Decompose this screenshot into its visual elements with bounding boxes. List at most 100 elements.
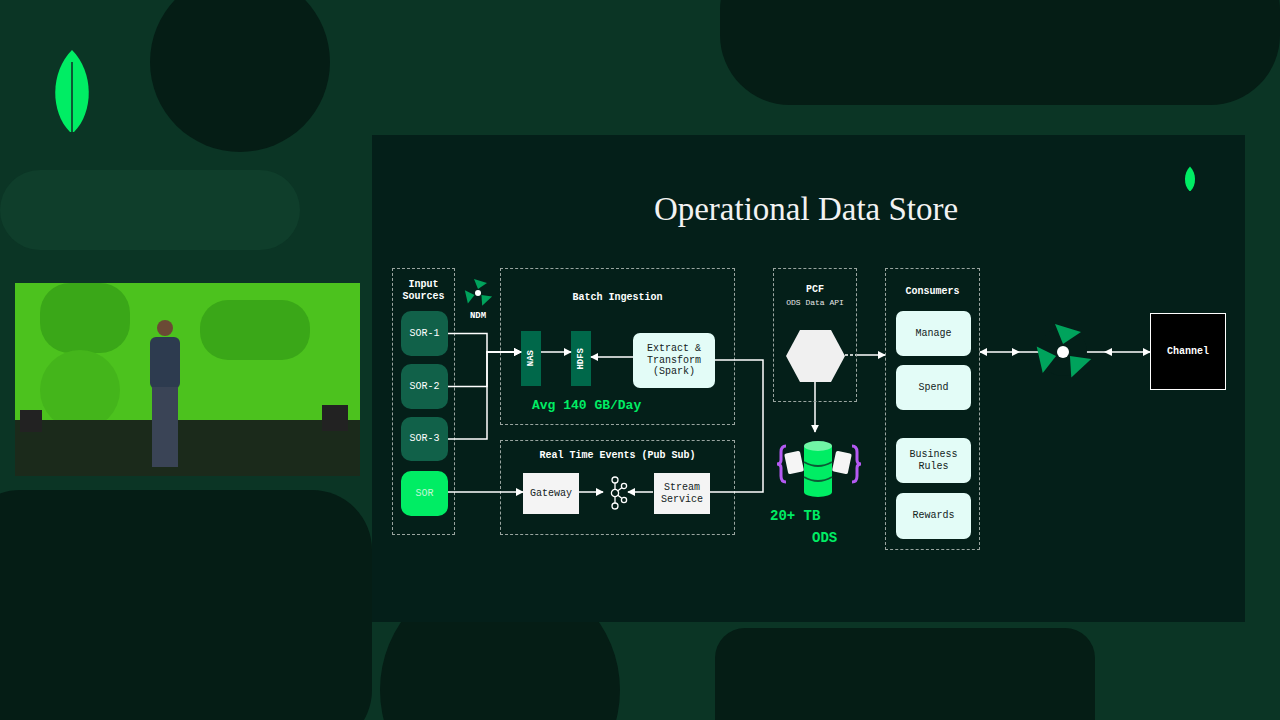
icon-center (475, 290, 481, 296)
group-box: Input SourcesSOR-1SOR-2SOR-3SOR (392, 268, 455, 535)
icon-backdrop (1039, 328, 1087, 376)
consumer-box: Manage (896, 311, 971, 356)
kafka-node (611, 489, 618, 496)
kafka-node (621, 497, 626, 502)
source-box: SOR-3 (401, 417, 448, 461)
node-text: SOR-3 (409, 433, 439, 445)
stage-light (20, 410, 42, 432)
node-text: ODS Data API (774, 298, 856, 307)
speaker-video (15, 283, 360, 476)
service-box: Stream Service (654, 473, 710, 514)
connector-arrow (591, 356, 633, 358)
gateway-icon (1030, 324, 1091, 382)
cylinder-body (804, 446, 832, 492)
database-node: 20+ TB ODS (768, 432, 868, 552)
video-pattern (200, 300, 310, 360)
slide-panel (372, 135, 1245, 622)
backdrop-shape (715, 628, 1095, 720)
icon-blade (1055, 324, 1081, 344)
speaker-head (157, 320, 173, 336)
node-text: SOR-2 (409, 381, 439, 393)
connector-arrow (448, 491, 523, 493)
consumer-box: Rewards (896, 493, 971, 539)
node-text: Consumers (886, 286, 979, 298)
node-text: NAS (526, 350, 536, 366)
node-text: SOR-1 (409, 328, 439, 340)
source-box: SOR-1 (401, 311, 448, 356)
node-text: PCF (774, 284, 856, 296)
wire (814, 382, 816, 402)
video-pattern (40, 283, 130, 353)
consumer-box: Business Rules (896, 438, 971, 483)
leaf-shape (55, 50, 89, 132)
connector-arrow (980, 351, 1150, 353)
arrow-head (1012, 348, 1020, 356)
node-text: HDFS (576, 348, 586, 370)
brace (777, 446, 786, 482)
kafka-icon (611, 477, 626, 509)
wire (845, 354, 857, 356)
kafka-node (621, 483, 626, 488)
annotation-label: NDM (460, 311, 496, 321)
video-floor (15, 420, 360, 476)
group-box: Real Time Events (Pub Sub) Gateway Stream … (500, 440, 735, 535)
node-text: Real Time Events (Pub Sub) (501, 450, 734, 462)
video-pattern (40, 350, 120, 430)
connector-arrow (448, 352, 521, 387)
connector-arrow (448, 334, 521, 353)
backdrop-shape (0, 490, 372, 720)
node-text: Extract & Transform (Spark) (636, 343, 712, 378)
service-box: Gateway (523, 473, 579, 514)
connector-arrow (710, 360, 763, 492)
process-box: Extract & Transform (Spark) (633, 333, 715, 388)
storage-bar: NAS (521, 331, 541, 386)
node-text: ODS (812, 530, 837, 546)
leaf-stem (71, 62, 73, 132)
icon-center (1057, 346, 1069, 358)
node-text: Business Rules (899, 449, 968, 472)
backdrop-shape (0, 170, 300, 250)
node-text: Manage (915, 328, 951, 340)
connector-arrow (857, 354, 885, 356)
api-hexagon (786, 330, 845, 382)
node-text: Stream Service (657, 482, 707, 505)
source-box: SOR-2 (401, 364, 448, 409)
icon-blade (461, 287, 476, 303)
node-text: 20+ TB (770, 508, 820, 524)
icon-blade (474, 279, 487, 289)
storage-bar: HDFS (571, 331, 591, 386)
group-box: ConsumersManageSpendBusiness RulesReward… (885, 268, 980, 550)
leaf-logo (1185, 166, 1195, 191)
stage-light (322, 405, 348, 431)
connector-arrow (814, 402, 816, 432)
backdrop-shape (720, 0, 1280, 105)
node-text: Rewards (912, 510, 954, 522)
node-text: Batch Ingestion (501, 292, 734, 304)
video-frame (15, 283, 360, 476)
diagram-title: Operational Data Store (556, 190, 1056, 230)
group-box: PCF ODS Data API (773, 268, 857, 402)
arrow-head (1104, 348, 1112, 356)
kafka-node (612, 477, 618, 483)
wire-arrow (628, 491, 653, 493)
icon-blade (1030, 340, 1060, 373)
speaker-body (150, 337, 180, 389)
connector-arrow (448, 352, 521, 439)
channel-box: Channel (1150, 313, 1226, 390)
speaker-legs (152, 387, 178, 467)
database-icon (777, 441, 861, 497)
node-text: SOR (415, 488, 433, 500)
consumer-box: Spend (896, 365, 971, 410)
node-text: Spend (918, 382, 948, 394)
node-text: Channel (1167, 346, 1209, 358)
cylinder-base (804, 487, 832, 497)
annotation-label: Avg 140 GB/Day (532, 398, 641, 413)
document-card (784, 451, 804, 475)
node-text: Input Sources (393, 279, 454, 302)
kafka-node (612, 503, 618, 509)
cylinder-top (804, 441, 832, 451)
ndm-icon (461, 279, 492, 308)
brace (852, 446, 861, 482)
